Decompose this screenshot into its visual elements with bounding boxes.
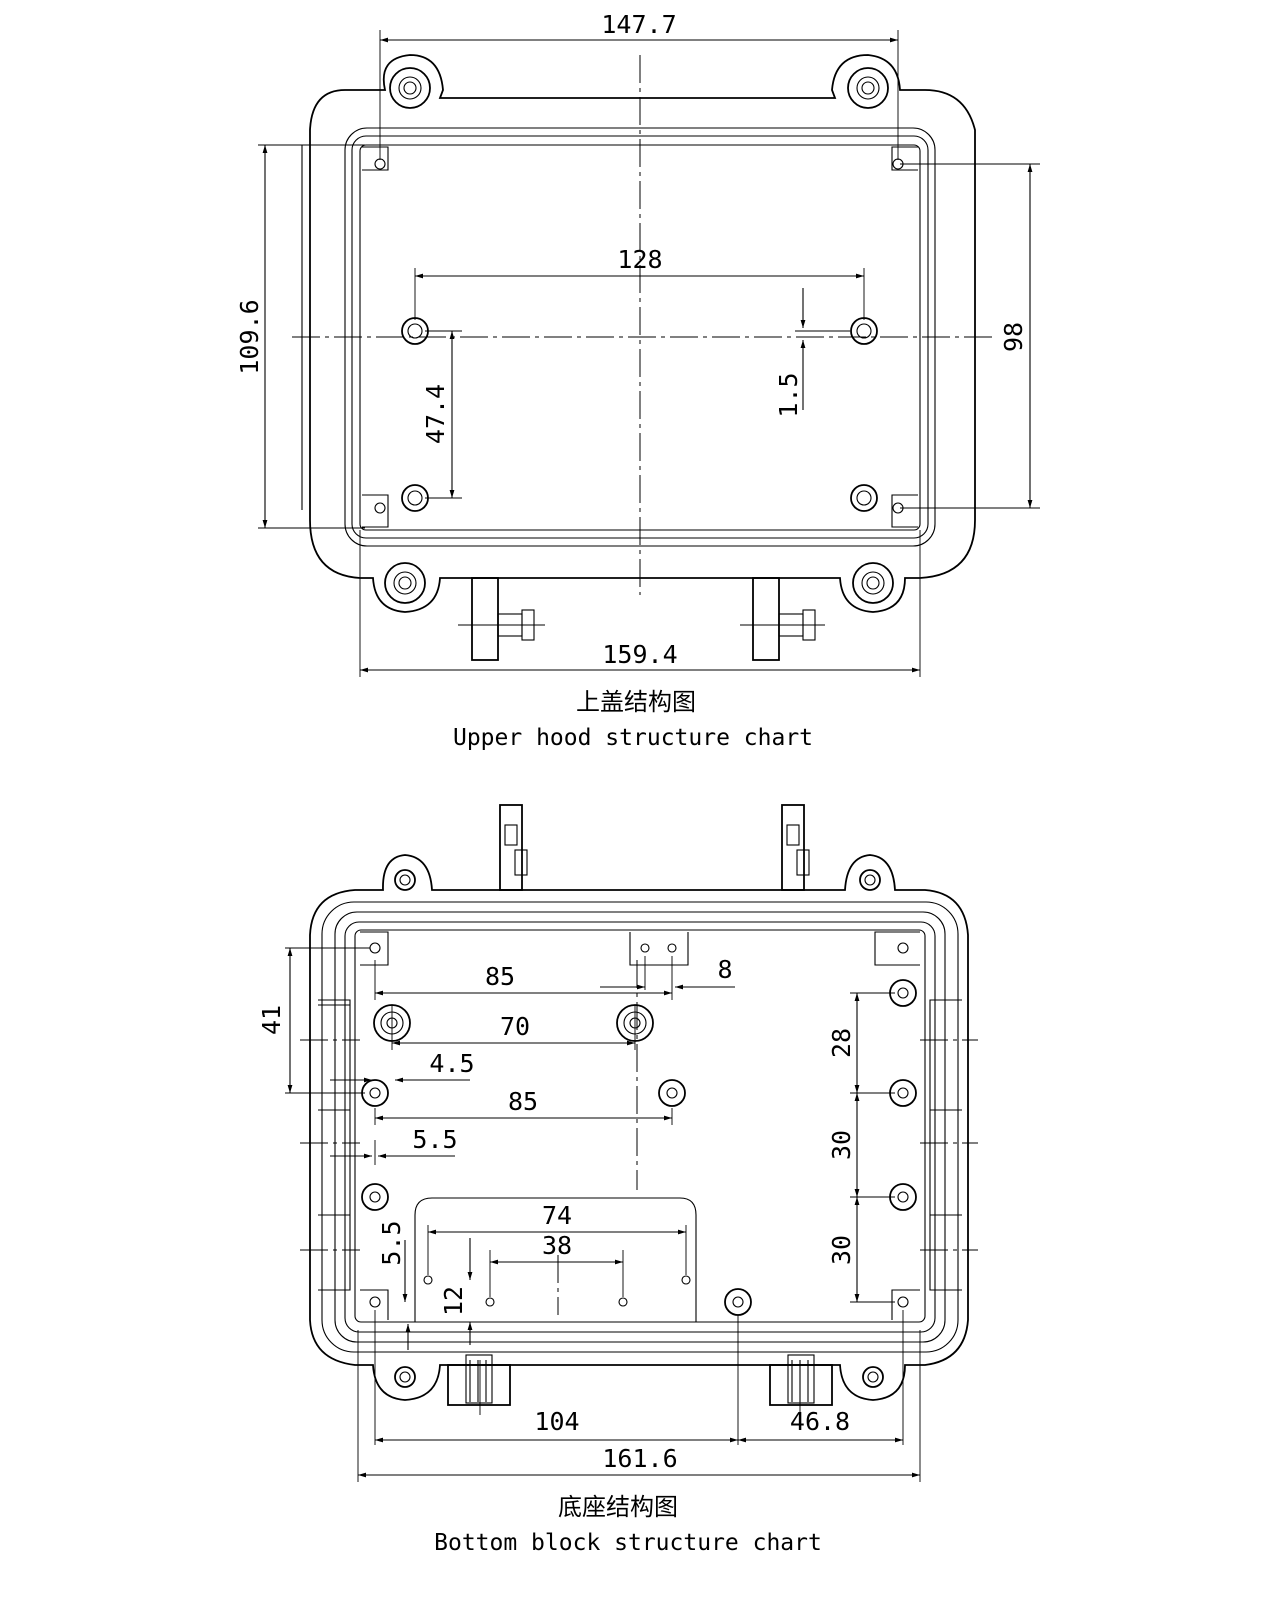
upper-hood-drawing: 147.7 109.6 128 98 1.5 47.4 159.4 上盖结构图 …: [235, 10, 1040, 751]
dim-147-7: 147.7: [601, 10, 676, 39]
upper-ear-hole: [847, 67, 889, 109]
bottom-ear-hole: [862, 1366, 884, 1388]
upper-mount-boss: [401, 317, 429, 345]
bottom-top-hinge: [499, 804, 528, 891]
upper-mount-boss: [850, 317, 878, 345]
dim-104: 104: [534, 1407, 579, 1436]
dim-159-4: 159.4: [602, 640, 677, 669]
bottom-boss: [724, 1288, 752, 1316]
upper-outer-outline: [309, 54, 976, 613]
bottom-boss: [361, 1079, 389, 1107]
bottom-caption-cn: 底座结构图: [558, 1493, 678, 1521]
upper-caption-en: Upper hood structure chart: [453, 725, 813, 751]
upper-ear-hole: [384, 562, 426, 604]
upper-mount-boss: [401, 484, 429, 512]
upper-hinge: [740, 577, 825, 661]
bottom-ear-hole: [859, 869, 881, 891]
bottom-boss: [361, 1183, 389, 1211]
dim-4-5: 4.5: [429, 1049, 474, 1078]
bottom-cable-gland: [769, 1354, 833, 1406]
dim-8: 8: [717, 955, 732, 984]
dim-1-5: 1.5: [774, 372, 803, 417]
bottom-block-drawing: 85 8 41 70 4.5 85 5.5 28 30 30 74 38 5.5…: [257, 804, 978, 1556]
dim-30-b: 30: [827, 1235, 856, 1265]
bottom-ear-hole: [394, 869, 416, 891]
dim-85-mid: 85: [508, 1087, 538, 1116]
dim-5-5: 5.5: [412, 1125, 457, 1154]
dim-47-4: 47.4: [421, 384, 450, 444]
dim-70: 70: [500, 1012, 530, 1041]
dim-98: 98: [999, 322, 1028, 352]
bottom-boss: [658, 1079, 686, 1107]
dim-74: 74: [542, 1201, 572, 1230]
bottom-inner-frame-2: [334, 911, 946, 1343]
bottom-inner-frame-3: [344, 921, 936, 1333]
dim-161-6: 161.6: [602, 1444, 677, 1473]
upper-mount-boss: [850, 484, 878, 512]
dim-38: 38: [542, 1231, 572, 1260]
bottom-ear-hole: [394, 1366, 416, 1388]
upper-caption-cn: 上盖结构图: [576, 688, 696, 716]
bottom-pcb-pocket: [414, 1197, 697, 1322]
dim-85-top: 85: [485, 962, 515, 991]
dim-12: 12: [439, 1286, 468, 1316]
bottom-inner-frame-1: [321, 901, 959, 1353]
bottom-caption-en: Bottom block structure chart: [434, 1530, 822, 1556]
bottom-outer-outline: [309, 854, 969, 1401]
dim-109-6: 109.6: [235, 299, 264, 374]
dim-46-8: 46.8: [790, 1407, 850, 1436]
bottom-cable-gland: [447, 1354, 511, 1406]
bottom-inner-frame-4: [354, 929, 926, 1323]
dim-5-5-vertical: 5.5: [377, 1220, 406, 1265]
upper-ear-hole: [389, 67, 431, 109]
dim-28: 28: [827, 1028, 856, 1058]
dim-41: 41: [257, 1005, 286, 1035]
dim-128: 128: [617, 245, 662, 274]
dim-30-a: 30: [827, 1130, 856, 1160]
bottom-top-hinge: [781, 804, 810, 891]
upper-ear-hole: [852, 562, 894, 604]
upper-hinge: [458, 577, 545, 661]
